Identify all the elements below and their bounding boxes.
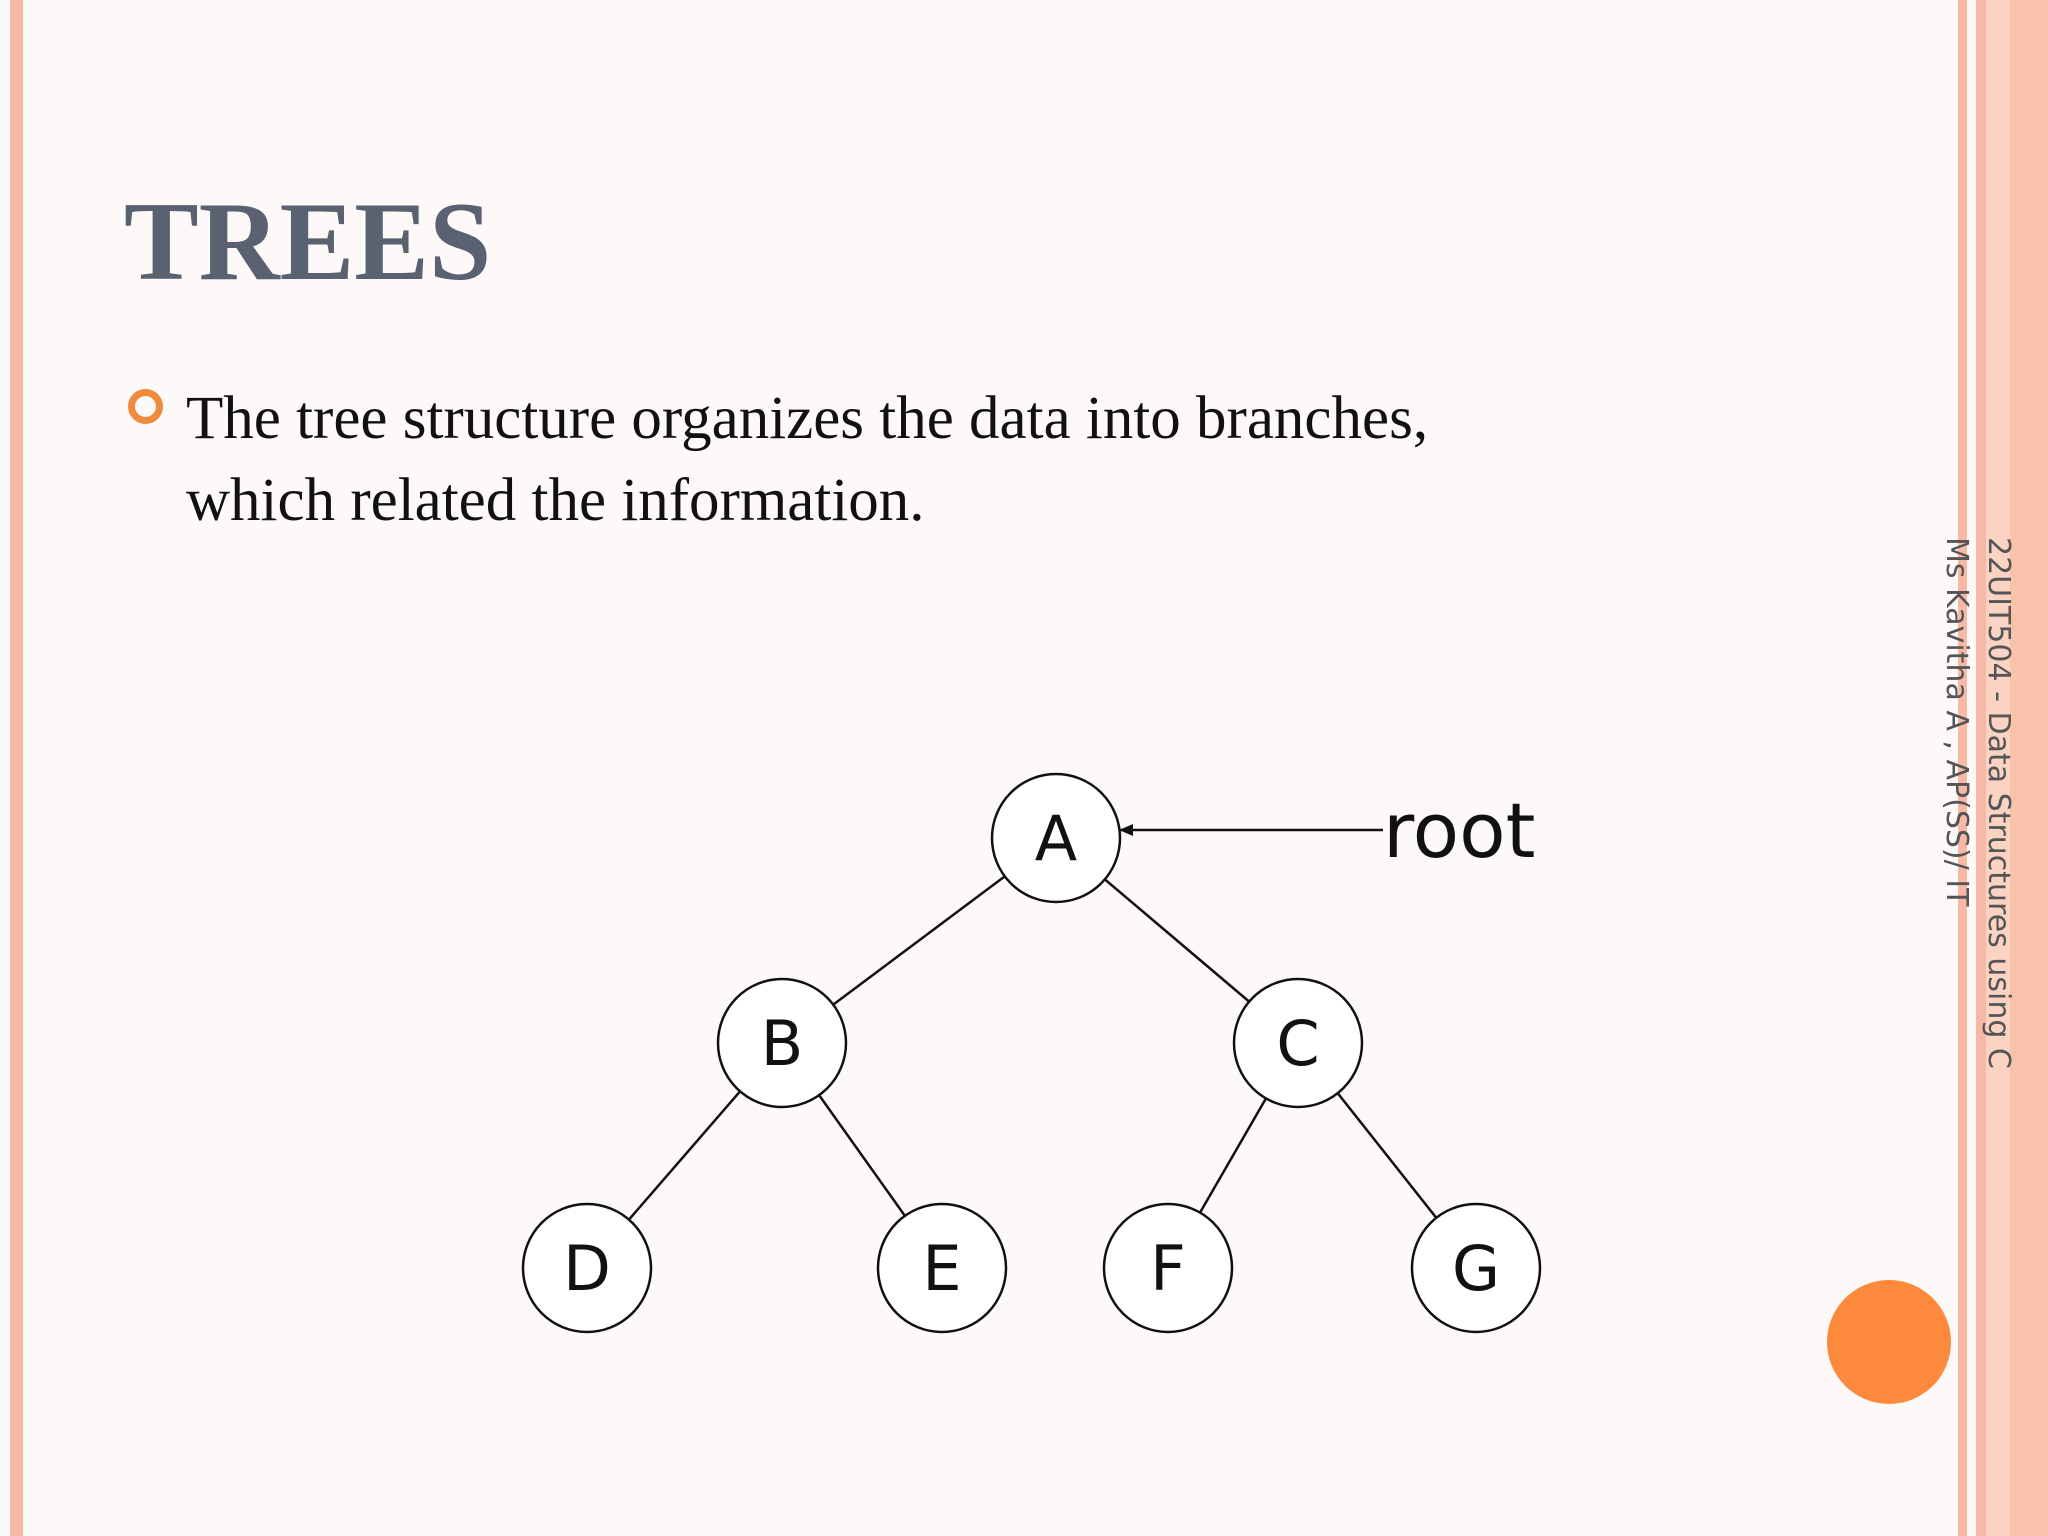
edge-b-d [627,1090,742,1221]
right-border-stripe-1 [1958,0,1967,1536]
node-label-g: G [1452,1232,1500,1305]
bullet-circle-icon [128,389,163,424]
node-circle [1102,1202,1234,1334]
bullet-text: The tree structure organizes the data in… [186,378,1686,542]
tree-node-f: F [1102,1202,1234,1334]
tree-node-b: B [716,977,848,1109]
right-border-stripe-3 [1986,0,2010,1536]
edge-a-b [832,875,1006,1006]
bullet-line-1: The tree structure organizes the data in… [186,385,1429,452]
edge-b-e [818,1094,906,1217]
node-label-f: F [1150,1232,1186,1305]
slide-title: TREES [124,180,492,304]
node-label-a: A [1035,802,1077,875]
node-label-e: E [922,1232,961,1305]
tree-node-a: A [990,772,1122,904]
tree-node-c: C [1232,977,1364,1109]
course-footer: 22UIT504 - Data Structures using C Ms Ka… [1935,537,2019,1069]
node-label-c: C [1276,1007,1319,1080]
node-label-d: D [563,1232,611,1305]
node-circle [1410,1202,1542,1334]
left-border-stripe [10,0,23,1536]
edge-a-c [1104,878,1250,1003]
tree-node-e: E [876,1202,1008,1334]
bullet-line-2: which related the information. [186,467,925,534]
edge-c-f [1198,1097,1268,1214]
right-border-stripe-4 [2010,0,2048,1536]
tree-nodes: A B C D E F G [521,772,1542,1334]
root-label: root [1383,786,1535,875]
node-circle [716,977,848,1109]
node-circle [990,772,1122,904]
tree-node-d: D [521,1202,653,1334]
node-circle [521,1202,653,1334]
instructor-text: Ms Kavitha A , AP(SS)/ IT [1939,537,1974,907]
right-border-stripe-2 [1976,0,1986,1536]
tree-node-g: G [1410,1202,1542,1334]
node-circle [876,1202,1008,1334]
node-label-b: B [761,1007,804,1080]
accent-circle [1827,1280,1951,1404]
tree-edges [627,875,1438,1221]
edge-c-g [1336,1092,1438,1219]
node-circle [1232,977,1364,1109]
course-code-text: 22UIT504 - Data Structures using C [1981,537,2016,1069]
